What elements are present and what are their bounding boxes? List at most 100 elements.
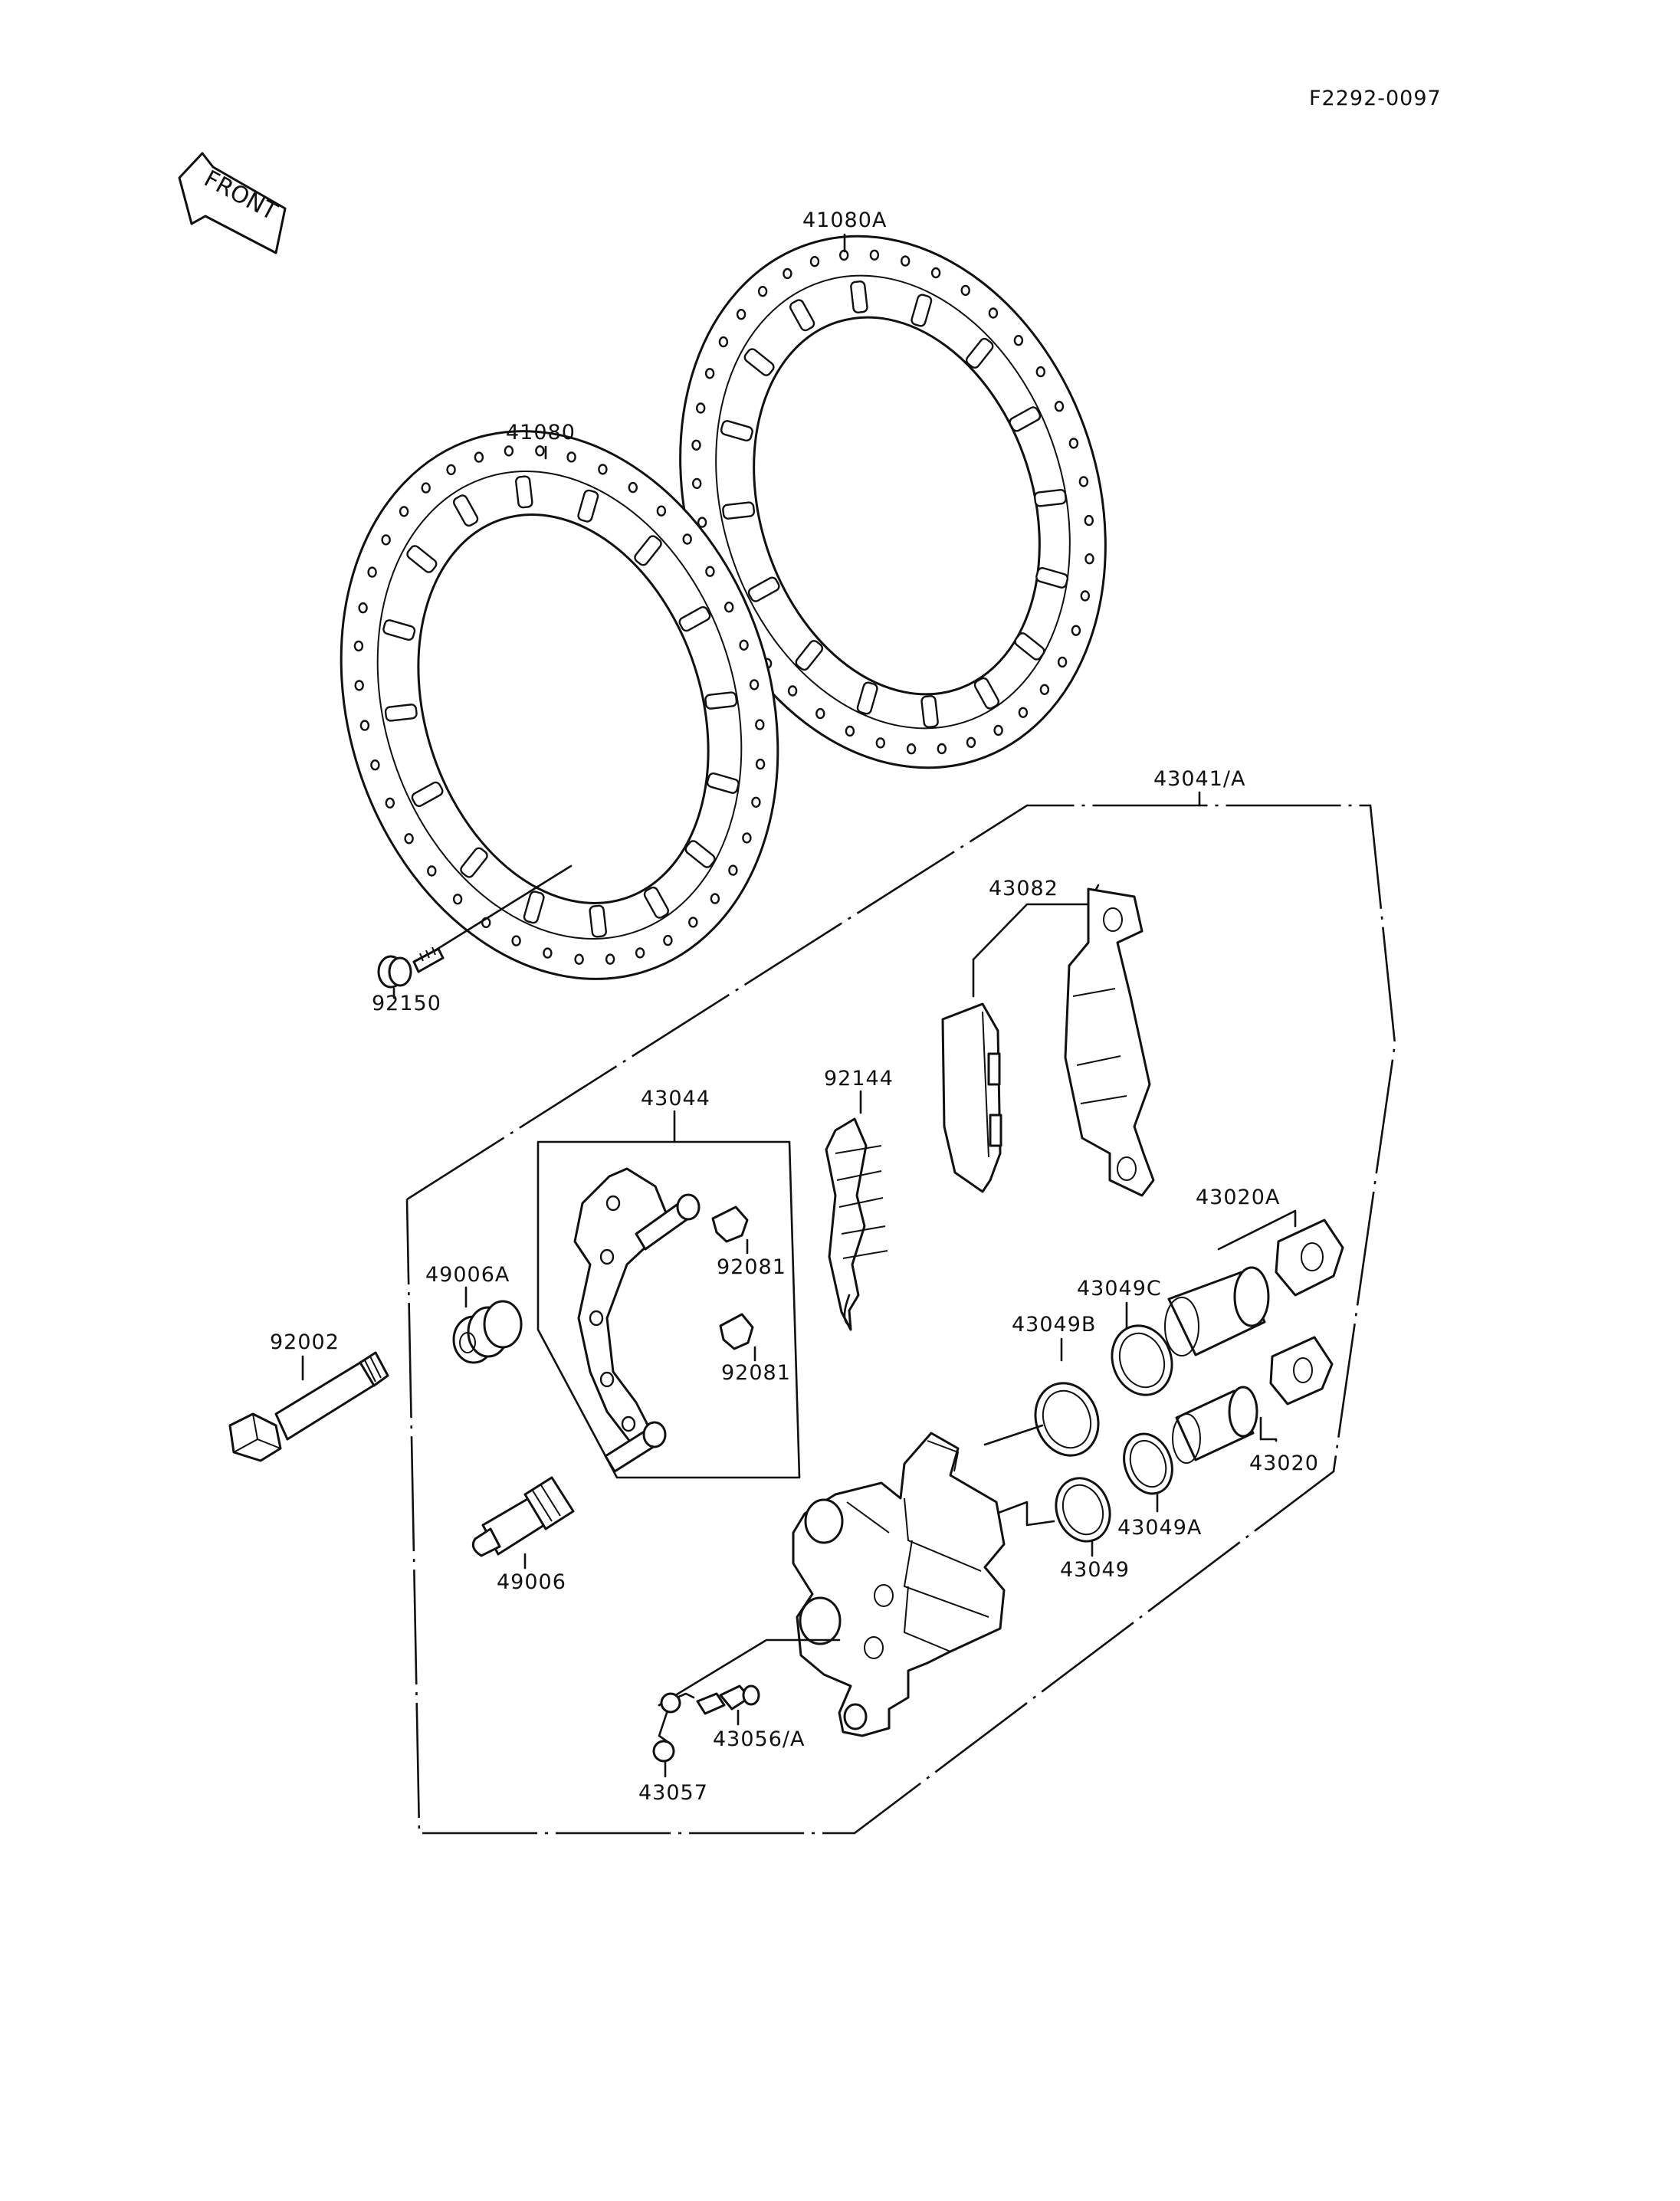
disc-drill-hole [691, 439, 701, 451]
seal-43049a [1123, 1432, 1173, 1495]
disc-drill-hole [663, 934, 673, 946]
disc-vent-slot [577, 489, 599, 523]
bleeder-cap-43057 [652, 1692, 681, 1763]
label-49006a: 49006A [425, 1263, 510, 1287]
label-92002: 92002 [270, 1330, 340, 1354]
disc-drill-hole [749, 679, 760, 690]
disc-vent-slot [743, 348, 775, 376]
disc-drill-hole [697, 517, 707, 528]
disc-drill-hole [809, 256, 820, 267]
disc-drill-hole [755, 758, 766, 770]
disc-vent-slot [643, 886, 670, 919]
disc-drill-hole [1039, 684, 1050, 695]
leader-43020 [1259, 1416, 1278, 1442]
disc-drill-hole [966, 736, 976, 748]
disc-drill-hole [511, 935, 521, 946]
disc-drill-hole [688, 917, 698, 928]
disc-drill-hole [1013, 335, 1024, 346]
disc-drill-hole [385, 797, 395, 809]
disc-drill-hole [1054, 401, 1065, 412]
disc-drill-hole [736, 309, 746, 320]
disc-vent-slot [722, 501, 756, 520]
disc-drill-hole [988, 307, 999, 319]
disc-drill-hole [598, 464, 608, 475]
disc-drill-hole [543, 947, 553, 959]
disc-vent-slot [720, 420, 753, 442]
disc-drill-hole [783, 267, 792, 280]
disc-vent-slot [589, 904, 607, 938]
brake-pad-inner [941, 1002, 1002, 1193]
label-43044: 43044 [641, 1087, 710, 1110]
disc-drill-hole [1071, 625, 1081, 636]
disc-drill-hole [1084, 553, 1094, 565]
label-43049: 43049 [1060, 1558, 1130, 1582]
seal-43049b [1034, 1382, 1100, 1457]
disc-drill-hole [1084, 514, 1094, 526]
disc-vent-slot [789, 299, 815, 332]
disc-vent-slot [678, 605, 711, 632]
disc-drill-hole [704, 368, 715, 379]
label-92081-upper: 92081 [717, 1255, 786, 1279]
label-92144: 92144 [824, 1067, 894, 1091]
seal-43049 [1055, 1477, 1111, 1543]
disc-drill-hole [900, 255, 911, 267]
disc-drill-hole [696, 402, 706, 414]
label-43020a: 43020A [1196, 1186, 1280, 1209]
disc-vent-slot [634, 535, 662, 566]
label-43041a: 43041/A [1153, 767, 1245, 791]
disc-drill-hole [421, 482, 431, 494]
leader-92150-to-disc [424, 864, 573, 958]
disc-drill-hole [628, 481, 638, 494]
disc-vent-slot [411, 781, 444, 808]
disc-drill-hole [724, 602, 734, 613]
caliper-bracket-43044 [573, 1167, 701, 1473]
disc-drill-hole [787, 685, 798, 697]
disc-vent-slot [684, 840, 716, 868]
disc-drill-hole [705, 566, 715, 577]
disc-drill-hole [1018, 707, 1029, 718]
disc-drill-hole [359, 720, 370, 731]
label-49006: 49006 [497, 1570, 566, 1594]
disc-vent-slot [1014, 632, 1045, 661]
disc-drill-hole [1078, 476, 1089, 487]
disc-drill-hole [566, 451, 576, 463]
leader-bleeder-to-caliper [658, 1638, 841, 1707]
disc-drill-hole [605, 953, 615, 965]
disc-drill-hole [1080, 590, 1091, 602]
disc-drill-hole [399, 506, 409, 517]
disc-drill-hole [427, 865, 437, 877]
document-id: F2292-0097 [1309, 87, 1442, 110]
disc-drill-hole [404, 833, 414, 845]
disc-drill-hole [1035, 366, 1046, 378]
label-43056a: 43056/A [713, 1727, 805, 1751]
bracket-kit-outline [536, 1140, 801, 1479]
disc-drill-hole [710, 893, 720, 904]
piston-43020a [1164, 1266, 1270, 1356]
caliper-assembly-outline [405, 804, 1396, 1835]
disc-vent-slot [965, 337, 994, 369]
disc-drill-hole [353, 640, 364, 652]
disc-vent-slot [523, 891, 545, 924]
disc-drill-hole [682, 533, 692, 545]
disc-drill-hole [906, 743, 917, 755]
disc-drill-hole [930, 267, 941, 279]
disc-vent-slot [706, 772, 740, 794]
disc-drill-hole [1068, 438, 1079, 449]
disc-drill-hole [474, 451, 484, 463]
disc-drill-hole [815, 707, 825, 720]
slide-pin-49006 [471, 1476, 575, 1557]
clip-92081-upper [711, 1205, 749, 1243]
disc-vent-slot [856, 681, 878, 715]
disc-drill-hole [1057, 656, 1068, 668]
disc-drill-hole [370, 759, 380, 771]
disc-vent-slot [920, 695, 939, 728]
bleeder-valve-43056a [696, 1684, 760, 1715]
disc-drill-hole [755, 719, 765, 730]
disc-drill-hole [574, 953, 584, 965]
disc-vent-slot [911, 294, 933, 327]
disc-drill-hole [635, 947, 645, 959]
label-41080: 41080 [506, 421, 576, 444]
disc-drill-hole [692, 477, 702, 490]
label-43082: 43082 [989, 877, 1058, 900]
